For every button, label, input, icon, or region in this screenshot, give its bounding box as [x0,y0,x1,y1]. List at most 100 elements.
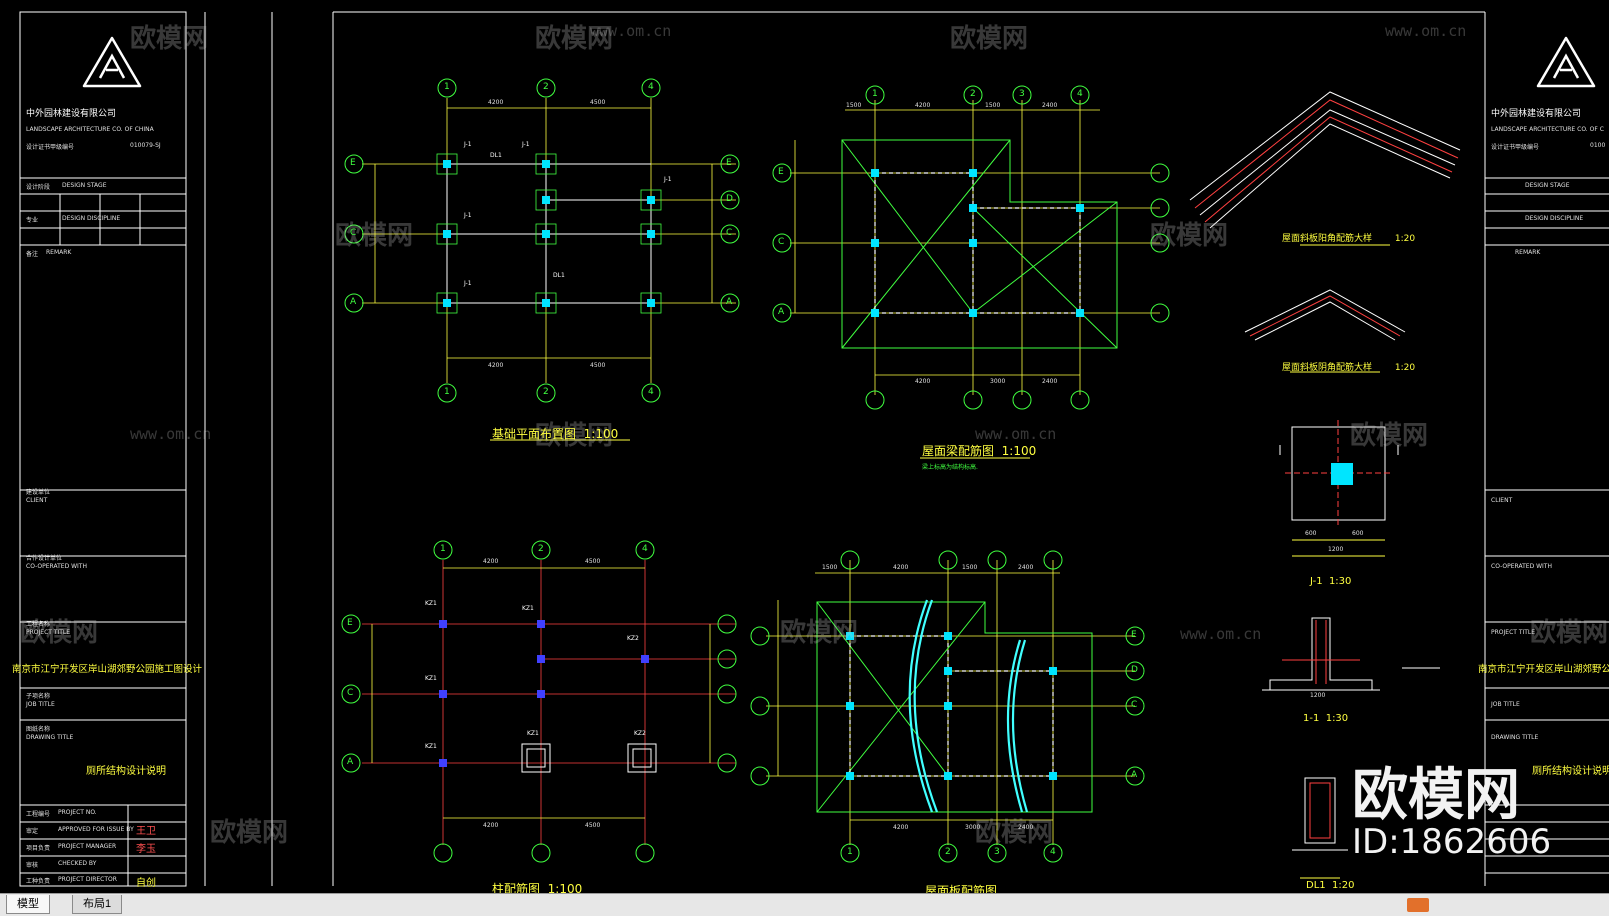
taskbar-app-icon[interactable] [1407,898,1429,912]
watermark-brand: 欧模网 [535,24,614,54]
dim-text: 600 [1305,530,1317,537]
footing-label: J-1 [464,212,472,219]
axis-label-4: 4 [642,544,648,554]
row-approved-en: APPROVED FOR ISSUE BY [58,826,134,833]
dim-text: 4200 [483,822,499,829]
watermark-url: www.om.cn [1180,625,1262,643]
watermark-url: www.om.cn [1385,22,1467,40]
axis-label-2: 2 [970,89,976,99]
ground-beam-label: DL1 [490,152,502,159]
dim-text: 3000 [965,824,981,831]
company-logo-right-icon [1536,36,1596,88]
drawing-en-right: DRAWING TITLE [1491,734,1539,741]
tab-layout1[interactable]: 布局1 [72,895,123,914]
discipline-label: 专业 [26,217,39,224]
column-label: KZ1 [425,675,437,682]
row-approved-label: 审定 [26,828,39,835]
dl1-detail-title: DL1 1:20 [1306,880,1355,891]
dim-text: 4500 [590,99,606,106]
watermark-id: ID:1862606 [1352,822,1552,862]
dim-text: 1500 [962,564,978,571]
drawing-viewport[interactable]: 欧模网 欧模网 欧模网 欧模网 欧模网 欧模网 欧模网 欧模网 欧模网 欧模网 … [0,0,1609,893]
ridge-detail-1 [1189,91,1461,246]
dim-text: 2400 [1042,378,1058,385]
axis-label-a: A [350,297,357,307]
ridge-detail-2-title: 屋面斜板阴角配筋大样 1:20 [1282,363,1416,373]
axis-label-4: 4 [1050,847,1056,857]
dim-text: 2400 [1018,564,1034,571]
watermark-url: www.om.cn [975,425,1057,443]
dim-text: 4200 [893,564,909,571]
axis-label-a: A [778,307,785,317]
client-en-right: CLIENT [1491,497,1513,504]
company-name-en: LANDSCAPE ARCHITECTURE CO. OF CHINA [26,126,154,133]
discipline-en: DESIGN DISCIPLINE [62,215,121,222]
row-checked-en: CHECKED BY [58,860,97,867]
dl1-detail [1292,777,1348,879]
company-name-cn: 中外园林建设有限公司 [26,109,117,119]
job-en-right: JOB TITLE [1491,701,1520,708]
coop-label: 合作设计单位 [26,555,63,562]
watermark-brand: 欧模网 [210,818,289,848]
watermark-url: www.om.cn [590,22,672,40]
axis-label-e: E [347,618,353,628]
column-section-marker-icon [1331,463,1353,485]
project-name: 南京市江宁开发区岸山湖郊野公园施工图设计 [12,664,203,675]
project-en-right: PROJECT TITLE [1491,629,1536,636]
row-project-no-en: PROJECT NO. [58,809,97,816]
axis-label-4: 4 [648,387,654,397]
row-manager-label: 项目负责 [26,845,51,852]
dim-text: 1200 [1328,546,1344,553]
remark-en-right: REMARK [1515,249,1541,256]
footing-label: J-1 [464,280,472,287]
tab-model[interactable]: 模型 [6,895,50,914]
axis-label-c: C [347,688,354,698]
axis-label-a: A [1131,770,1138,780]
dim-text: 1500 [822,564,838,571]
axis-label-c: C [726,228,733,238]
roof-slab-plan [750,550,1145,863]
column-label: KZ1 [425,600,437,607]
dim-text: 3000 [990,378,1006,385]
watermark-brand: 欧模网 [1150,221,1229,251]
drawing-name-right: 厕所结构设计说明 [1532,766,1609,777]
dim-text: 4500 [585,558,601,565]
project-name-right: 南京市江宁开发区岸山湖郊野公园施工图 [1478,664,1609,675]
dim-text: 4200 [488,362,504,369]
dim-text: 4500 [585,822,601,829]
cad-drawing-canvas [19,11,1609,887]
axis-label-d: D [726,194,733,204]
axis-label-a: A [726,297,733,307]
footing-label: J-1 [522,141,530,148]
column-plan-title: 柱配筋图 1:100 [492,882,583,893]
job-label: 子项名称 [26,693,51,700]
watermark-brand: 欧模网 [130,24,209,54]
signature-1: 王卫 [136,826,156,837]
dim-text: 1200 [1310,692,1326,699]
design-stage-en-right: DESIGN STAGE [1525,182,1570,189]
drawing-label: 图纸名称 [26,726,51,733]
watermark-brand: 欧模网 [335,221,414,251]
dim-text: 600 [1352,530,1364,537]
watermark-brand: 欧模网 [535,421,614,451]
dim-text: 1500 [985,102,1001,109]
coop-en: CO-OPERATED WITH [26,563,87,570]
axis-label-1: 1 [444,82,450,92]
remark-label: 备注 [26,251,39,258]
row-director-en: PROJECT DIRECTOR [58,876,117,883]
row-manager-en: PROJECT MANAGER [58,843,117,850]
axis-label-c: C [350,228,357,238]
company-name-cn-right: 中外园林建设有限公司 [1491,109,1582,119]
dim-text: 4200 [915,378,931,385]
foundation-plan-title: 基础平面布置图 1:100 [492,427,619,441]
watermark-brand: 欧模网 [975,818,1054,848]
roof-beam-plan-title: 屋面梁配筋图 1:100 [922,444,1037,458]
watermark-brand: 欧模网 [780,618,859,648]
client-en: CLIENT [26,497,48,504]
watermark-big-brand: 欧模网 [1352,763,1520,828]
foundation-plan [344,78,740,441]
pad-footing-j1 [1279,420,1399,557]
footing-label: J-1 [664,176,672,183]
column-label: KZ2 [634,730,646,737]
axis-label-3: 3 [1019,89,1025,99]
